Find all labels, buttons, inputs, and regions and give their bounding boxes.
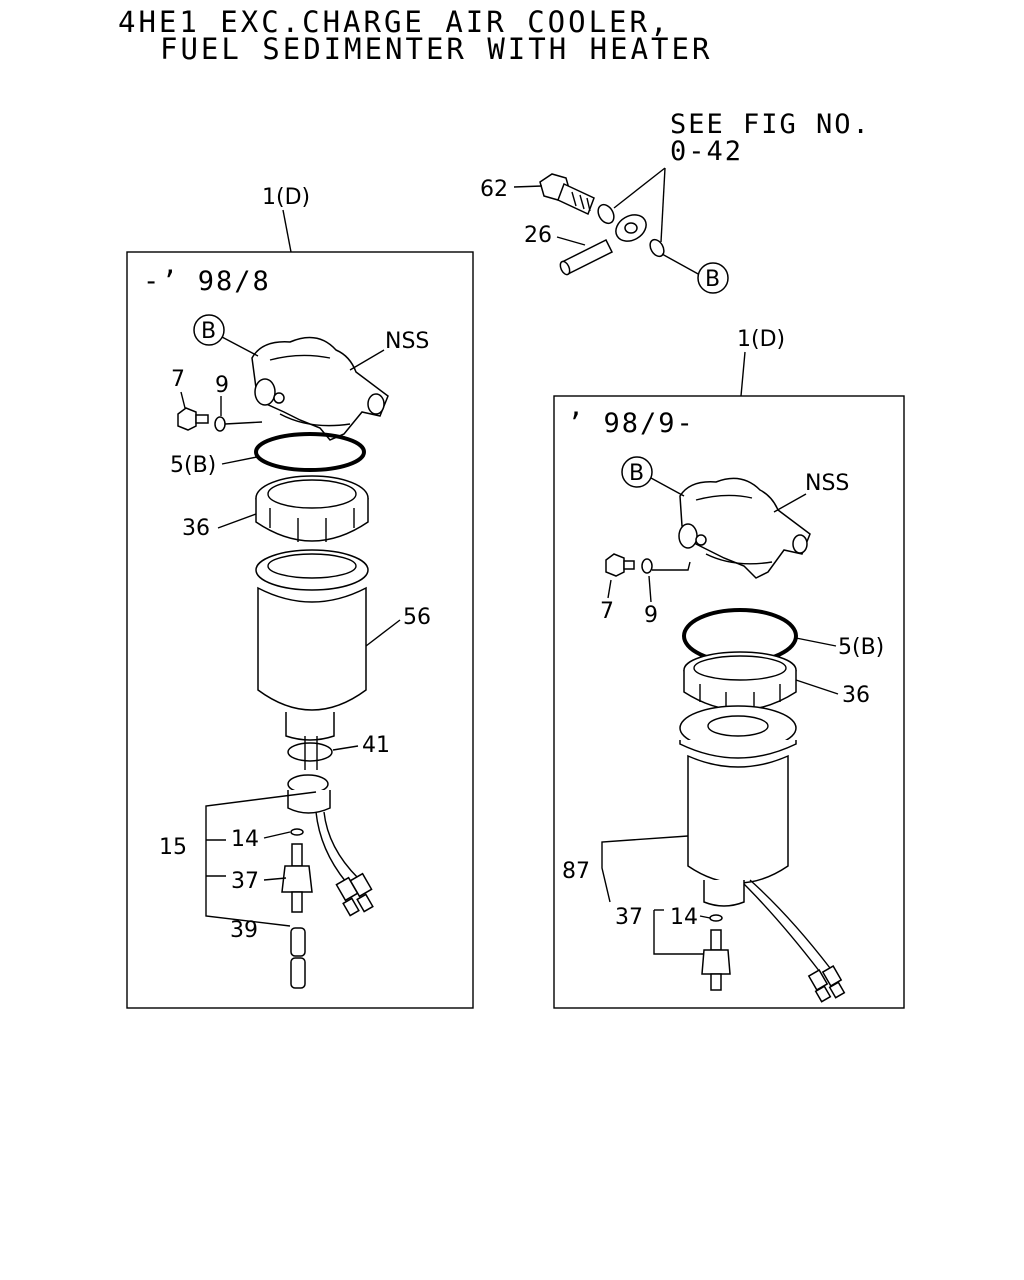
callout-26: 26 [524, 223, 552, 248]
left-callout-15: 15 [159, 835, 187, 860]
right-drain-37 [701, 929, 731, 991]
pipe-26 [559, 214, 647, 276]
left-callout-b-circle [193, 314, 225, 346]
fig-number-label: 0-42 [670, 136, 743, 167]
left-callout-b: B [201, 319, 216, 344]
bolt-62 [539, 173, 595, 216]
right-filter-head [678, 477, 811, 579]
right-ring-nut-36 [683, 651, 797, 712]
left-callout-nss: NSS [385, 329, 429, 354]
left-callout-36: 36 [182, 516, 210, 541]
right-callout-36: 36 [842, 683, 870, 708]
right-9-leader [648, 575, 652, 603]
right-callout-b-circle [621, 456, 653, 488]
callout-62: 62 [480, 177, 508, 202]
left-o-ring-14 [290, 828, 304, 836]
left-washer-leader [224, 421, 263, 425]
left-callout-56: 56 [403, 605, 431, 630]
left-ring-41 [287, 742, 333, 762]
right-callout-7: 7 [600, 599, 614, 624]
right-callout-nss: NSS [805, 471, 849, 496]
right-callout-14: 14 [670, 905, 698, 930]
reference-leader-lines [613, 167, 666, 243]
right-callout-b: B [629, 461, 644, 486]
right-panel-part-ref: 1(D) [737, 327, 785, 352]
right-panel-frame [553, 395, 905, 1009]
left-screw-7 [177, 407, 209, 431]
left-cartridge-56 [255, 549, 369, 741]
diagram-title-line-2: FUEL SEDIMENTER WITH HEATER [160, 32, 713, 66]
right-callout-37: 37 [615, 905, 643, 930]
left-group-15-bracket [205, 791, 317, 927]
left-callout-41: 41 [362, 733, 390, 758]
right-7-leader [607, 579, 612, 599]
right-panel-ref-leader [740, 351, 746, 397]
left-7-leader [180, 391, 186, 409]
right-5b-leader [795, 637, 837, 647]
left-callout-37: 37 [231, 869, 259, 894]
right-nss-leader [773, 493, 807, 513]
left-callout-5b: 5(B) [170, 453, 216, 478]
left-56-leader [365, 619, 401, 647]
left-callout-7: 7 [171, 367, 185, 392]
left-b-leader [221, 336, 259, 357]
left-nss-leader [349, 349, 385, 371]
left-callout-39: 39 [230, 918, 258, 943]
right-panel-period: ’ 98/9- [567, 408, 695, 439]
left-drain-37 [281, 843, 313, 913]
see-fig-label: SEE FIG NO. [670, 109, 871, 140]
diagram-title-line-1: 4HE1 EXC.CHARGE AIR COOLER, [118, 5, 671, 39]
callout-b-top: B [705, 267, 720, 292]
right-b-leader [650, 477, 685, 497]
top-group-leaders [513, 185, 729, 294]
left-o-ring-5b [254, 432, 366, 472]
right-washer-leader [652, 561, 691, 571]
left-panel-period: -’ 98/8 [143, 266, 271, 297]
right-washer-9 [641, 558, 653, 574]
left-filter-head [251, 336, 389, 441]
right-callout-5b: 5(B) [838, 635, 884, 660]
right-cartridge-87 [679, 705, 846, 1003]
left-hose-39 [290, 927, 306, 989]
left-panel-frame [126, 251, 474, 1009]
right-group-87-bracket [601, 835, 711, 955]
left-washer-9 [214, 416, 226, 432]
left-36-leader [217, 513, 257, 529]
right-o-ring-14 [709, 914, 723, 922]
right-callout-9: 9 [644, 603, 658, 628]
left-5b-leader [221, 456, 258, 465]
right-screw-7 [605, 553, 635, 577]
right-callout-87: 87 [562, 859, 590, 884]
washer-top-2 [649, 238, 665, 258]
left-callout-9: 9 [215, 373, 229, 398]
left-callout-14: 14 [231, 827, 259, 852]
right-36-leader [795, 679, 839, 695]
left-41-leader [332, 745, 359, 751]
left-ring-nut-36 [255, 475, 369, 542]
left-panel-part-ref: 1(D) [262, 185, 310, 210]
washer-top-1 [597, 203, 615, 225]
left-panel-ref-leader [282, 209, 292, 253]
